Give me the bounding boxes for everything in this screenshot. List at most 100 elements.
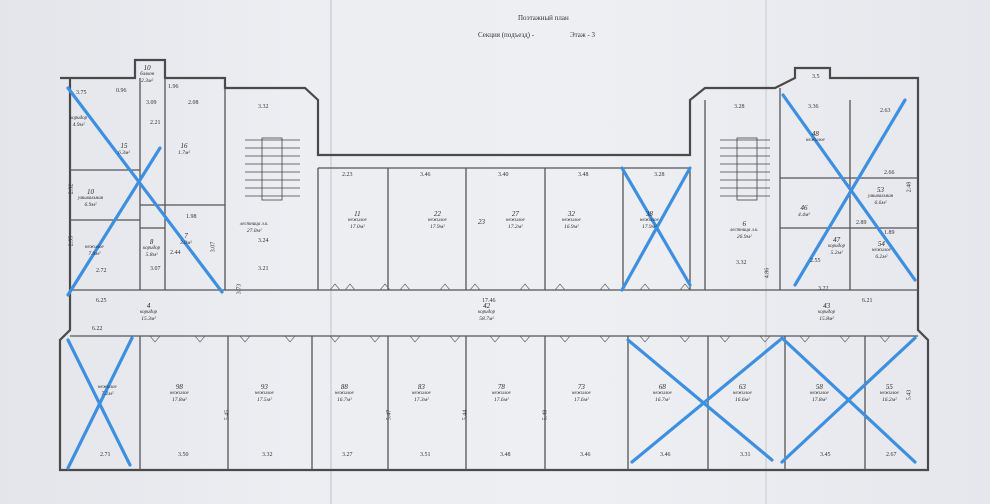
- room-label: лестница л.к.27.0м²: [240, 222, 269, 234]
- dimension-label: 3.07: [150, 266, 161, 272]
- dimension-label: 3.28: [734, 104, 745, 110]
- dimension-label: 5.44: [462, 409, 469, 421]
- dimension-label: 1.96: [168, 84, 179, 90]
- dimension-label: 3.46: [660, 452, 671, 458]
- dimension-label: 2.66: [884, 170, 895, 176]
- dimension-label: 3.24: [258, 238, 269, 244]
- dimension-label: 2.44: [170, 250, 181, 256]
- dimension-label: 3.31: [740, 452, 751, 458]
- dimension-label: 1.98: [186, 214, 197, 220]
- dimension-label: 1.89: [884, 230, 895, 236]
- dimension-label: 3.36: [808, 104, 819, 110]
- dimension-label: 3.51: [420, 452, 431, 458]
- inner-walls: [70, 78, 918, 470]
- radiators: [149, 283, 891, 343]
- paper-fold: [765, 0, 767, 504]
- dimension-label: 17.46: [482, 298, 496, 304]
- dimension-label: 2.67: [886, 452, 897, 458]
- dimension-label: 2.08: [188, 100, 199, 106]
- blue-cross-marks: [66, 86, 917, 470]
- dimension-label: 4.86: [764, 267, 771, 279]
- dimension-label: 2.23: [342, 172, 353, 178]
- dimension-label: 2.48: [906, 181, 913, 193]
- dimension-label: 5.48: [542, 409, 549, 421]
- dimension-label: 6.25: [96, 298, 107, 304]
- dimension-label: 5.45: [224, 409, 231, 421]
- outer-walls: [58, 58, 930, 472]
- paper-fold: [330, 0, 332, 504]
- floor-label: Этаж - 3: [570, 31, 596, 39]
- dimension-label: 3.07: [210, 241, 217, 253]
- dimension-label: 3.22: [818, 286, 829, 292]
- room-label: 23: [478, 218, 485, 226]
- dimension-label: 0.96: [116, 88, 127, 94]
- section-label: Секция (подъезд) -: [478, 31, 535, 39]
- dimension-label: 2.63: [880, 108, 891, 114]
- dimension-label: 3.40: [498, 172, 509, 178]
- dimension-label: 5.47: [386, 409, 393, 421]
- dimension-label: 5.43: [906, 389, 913, 401]
- dimension-label: 2.55: [810, 258, 821, 264]
- dimension-label: 3.32: [258, 104, 269, 110]
- dimension-label: 3.48: [578, 172, 589, 178]
- dimension-label: 2.89: [856, 220, 867, 226]
- stair-lines: [245, 137, 770, 201]
- dimension-label: 3.45: [820, 452, 831, 458]
- dimension-label: 3.09: [146, 100, 157, 106]
- dimension-label: 3.5: [812, 74, 820, 80]
- dimension-label: 3.32: [736, 260, 747, 266]
- dimension-label: 2.21: [150, 120, 161, 126]
- dimension-label: 6.21: [862, 298, 873, 304]
- plan-title: Поэтажный план: [518, 14, 569, 22]
- dimension-label: 3.27: [342, 452, 353, 458]
- dimension-label: 6.22: [92, 326, 103, 332]
- dimension-label: 3.48: [500, 452, 511, 458]
- dimension-label: 2.32: [68, 183, 75, 195]
- dimension-label: 3.32: [262, 452, 273, 458]
- dimension-label: 2.95: [68, 235, 75, 247]
- dimension-label: 3.75: [76, 90, 87, 96]
- dimension-label: 2.72: [96, 268, 107, 274]
- dimension-label: 3.21: [258, 266, 269, 272]
- dimension-label: 3.46: [580, 452, 591, 458]
- dimension-label: 3.46: [420, 172, 431, 178]
- dimension-label: 2.71: [100, 452, 111, 458]
- dimension-label: 3.28: [654, 172, 665, 178]
- dimension-label: 3.73: [236, 283, 243, 295]
- dimension-label: 3.50: [178, 452, 189, 458]
